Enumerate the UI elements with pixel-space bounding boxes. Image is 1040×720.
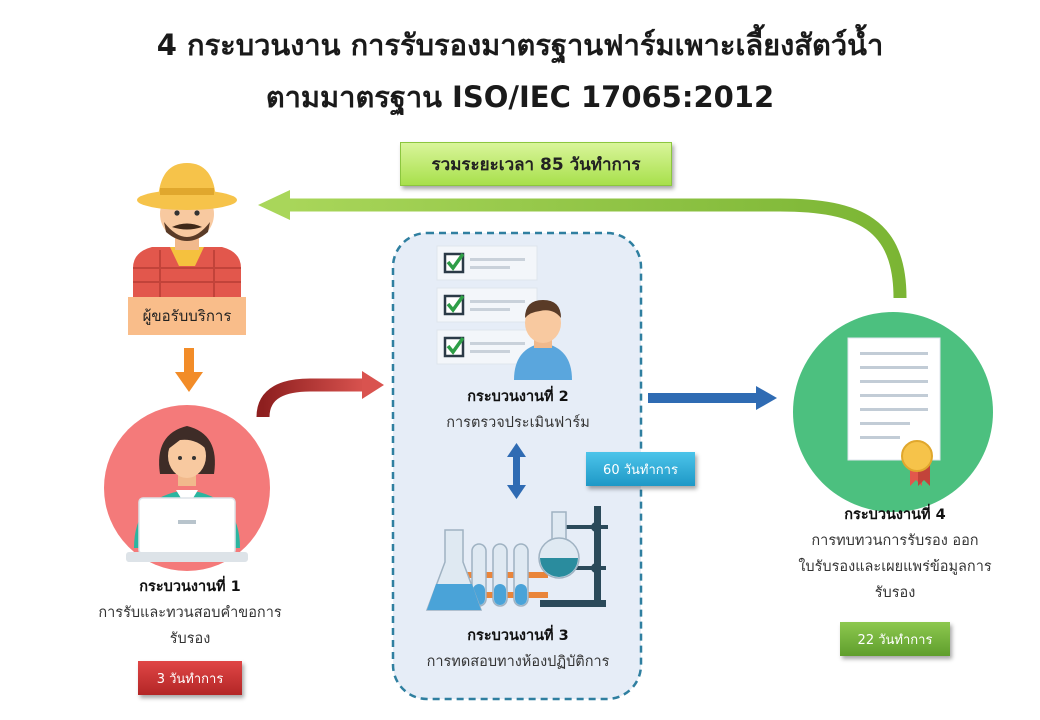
process4-heading: กระบวนงานที่ 4 [844, 507, 946, 523]
arrow-p2-p3-exchange [507, 443, 526, 499]
process3-heading: กระบวนงานที่ 3 [467, 628, 569, 644]
process1-label: กระบวนงานที่ 1 การรับและทวนสอบคำขอการ รั… [70, 574, 310, 652]
process2-description: การตรวจประเมินฟาร์ม [446, 415, 590, 431]
lab-equipment-icon [425, 506, 608, 611]
process2-label: กระบวนงานที่ 2 การตรวจประเมินฟาร์ม [398, 384, 638, 436]
process1-icon [104, 405, 270, 571]
process1-description-line2: รับรอง [169, 631, 211, 647]
process1-heading: กระบวนงานที่ 1 [139, 579, 241, 595]
requester-label: ผู้ขอรับบริการ [128, 297, 246, 335]
process1-duration-badge: 3 วันทำการ [138, 661, 242, 695]
total-time-badge: รวมระยะเวลา 85 วันทำการ [400, 142, 672, 186]
process4-icon [793, 312, 993, 512]
arrow-p2-to-p4 [648, 386, 777, 410]
arrow-requester-to-p1 [175, 348, 203, 392]
diagram-title: 4 กระบวนงาน การรับรองมาตรฐานฟาร์มเพาะเลี… [156, 28, 884, 62]
return-arrow-head [258, 190, 290, 220]
process3-label: กระบวนงานที่ 3 การทดสอบทางห้องปฏิบัติการ [398, 623, 638, 675]
process1-description-line1: การรับและทวนสอบคำขอการ [98, 605, 282, 621]
process2-duration-badge: 60 วันทำการ [586, 452, 695, 486]
process4-description-line3: รับรอง [874, 585, 916, 601]
process2-heading: กระบวนงานที่ 2 [467, 389, 569, 405]
process4-description-line2: ใบรับรองและเผยแพร่ข้อมูลการ [798, 559, 992, 575]
arrow-p1-to-p2 [256, 371, 384, 418]
process3-description: การทดสอบทางห้องปฏิบัติการ [426, 654, 610, 670]
return-arrow [285, 198, 907, 299]
process4-duration-badge: 22 วันทำการ [840, 622, 950, 656]
farmer-icon [133, 163, 241, 297]
diagram-subtitle: ตามมาตรฐาน ISO/IEC 17065:2012 [265, 80, 775, 114]
inspector-icon [514, 300, 572, 380]
checklist-icon [436, 245, 538, 365]
process4-description-line1: การทบทวนการรับรอง ออก [811, 533, 979, 549]
process4-label: กระบวนงานที่ 4 การทบทวนการรับรอง ออก ใบร… [775, 502, 1015, 606]
